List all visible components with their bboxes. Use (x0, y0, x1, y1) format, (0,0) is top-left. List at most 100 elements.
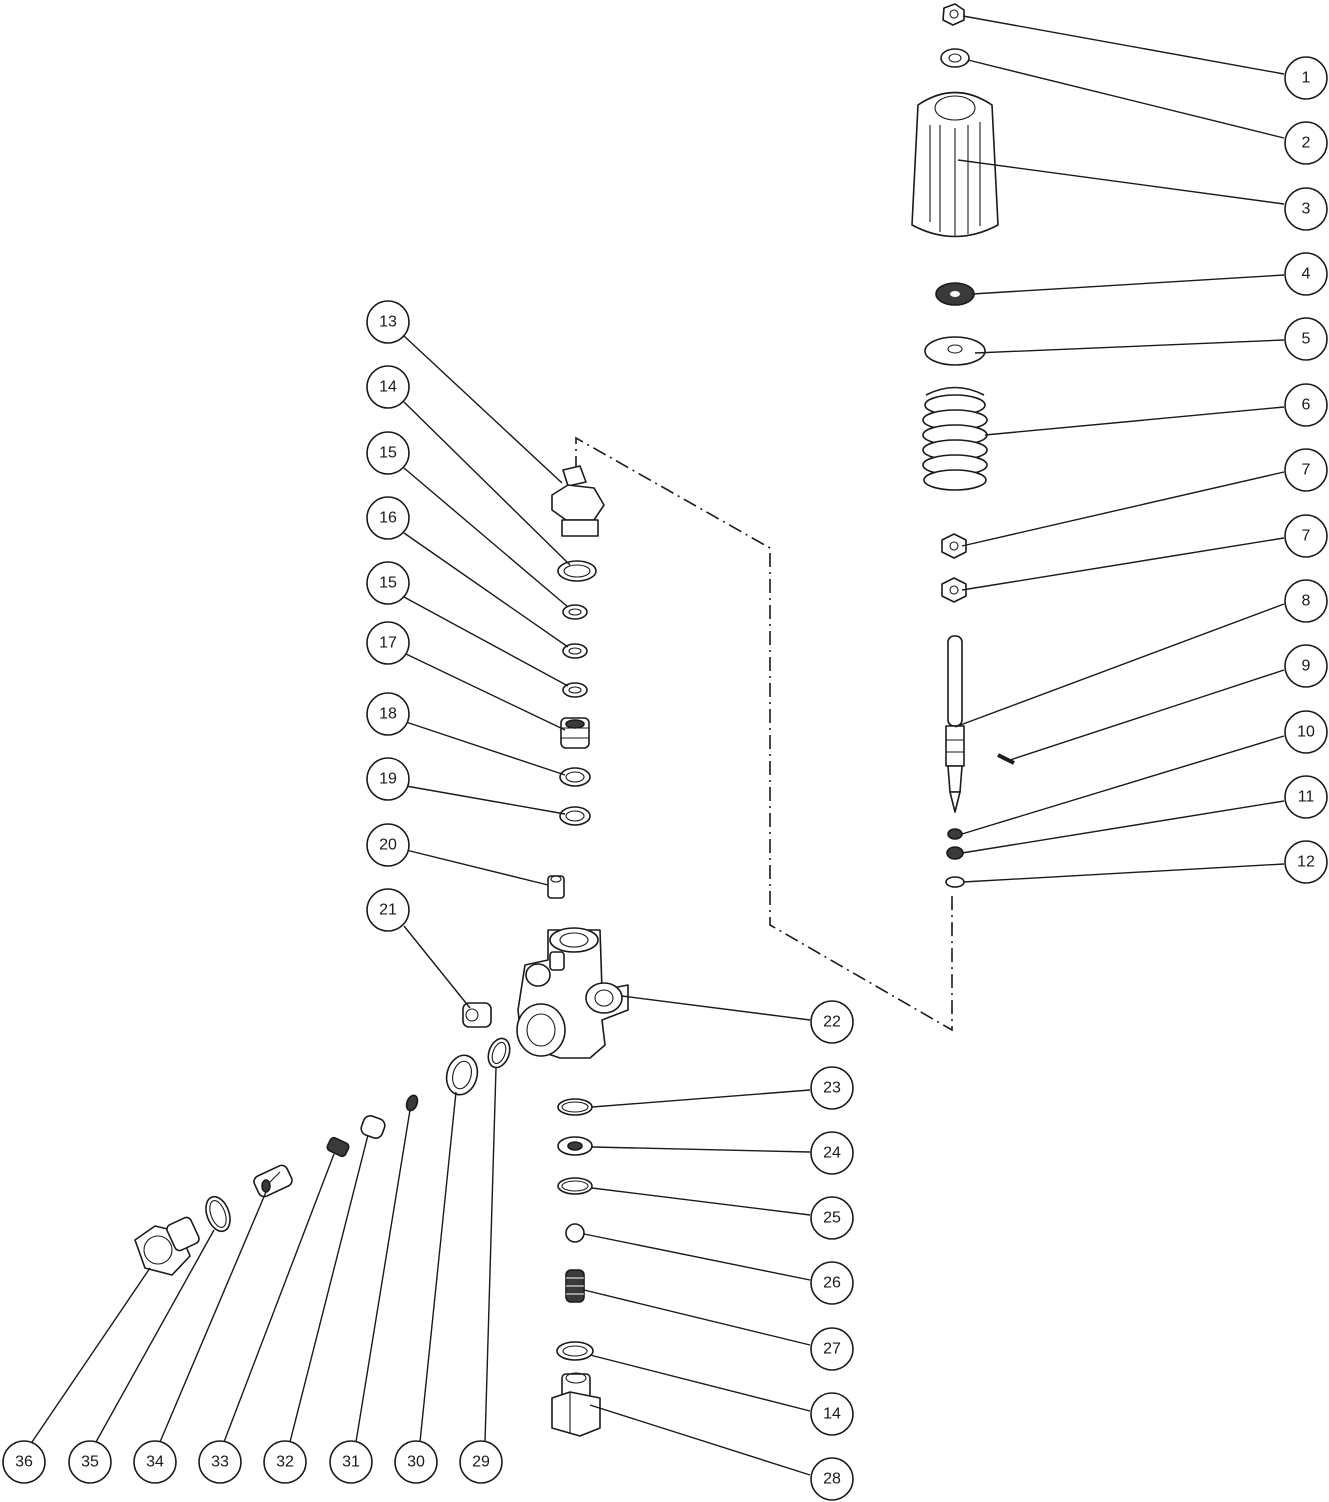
callout-32: 32 (263, 1440, 307, 1484)
callout-31: 31 (329, 1440, 373, 1484)
svg-text:28: 28 (823, 1471, 841, 1488)
callout-17: 17 (366, 621, 410, 665)
callout-35: 35 (68, 1440, 112, 1484)
part-26-ball (565, 1223, 585, 1243)
svg-text:24: 24 (823, 1145, 841, 1162)
svg-text:26: 26 (823, 1275, 841, 1292)
callout-2: 2 (1284, 121, 1328, 165)
callout-4: 4 (1284, 252, 1328, 296)
part-32-plug (360, 1115, 386, 1139)
callout-16: 16 (366, 496, 410, 540)
part-24-washer (557, 1136, 593, 1156)
part-28-fitting (551, 1372, 601, 1437)
part-7-nut-upper (941, 533, 967, 559)
part-21-bushing (462, 1002, 492, 1028)
svg-text:27: 27 (823, 1341, 841, 1358)
svg-text:14: 14 (823, 1406, 841, 1423)
part-22-valve-body (516, 927, 629, 1059)
callout-6: 6 (1284, 383, 1328, 427)
svg-text:18: 18 (379, 706, 397, 723)
callout-12: 12 (1284, 840, 1328, 884)
part-15-ring-upper (562, 604, 588, 620)
callout-34: 34 (133, 1440, 177, 1484)
part-34-filter (253, 1164, 293, 1198)
callout-33: 33 (198, 1440, 242, 1484)
part-36-fitting (134, 1216, 200, 1276)
part-27-spring (565, 1269, 585, 1303)
callout-15a: 15 (366, 431, 410, 475)
svg-text:30: 30 (407, 1454, 425, 1471)
part-2-washer (940, 48, 970, 68)
callout-19: 19 (366, 757, 410, 801)
callout-23: 23 (810, 1066, 854, 1110)
callout-5: 5 (1284, 317, 1328, 361)
callout-15b: 15 (366, 561, 410, 605)
svg-text:21: 21 (379, 902, 397, 919)
callout-13: 13 (366, 300, 410, 344)
svg-text:5: 5 (1302, 331, 1311, 348)
part-1-nut (942, 3, 965, 26)
part-13-fitting (551, 465, 605, 537)
callout-14a: 14 (366, 365, 410, 409)
svg-text:10: 10 (1297, 724, 1315, 741)
svg-text:22: 22 (823, 1014, 841, 1031)
svg-text:7: 7 (1302, 528, 1311, 545)
part-16-ring (562, 643, 588, 659)
svg-text:12: 12 (1297, 854, 1315, 871)
svg-text:20: 20 (379, 837, 397, 854)
svg-text:35: 35 (81, 1454, 99, 1471)
part-7-nut-lower (941, 577, 967, 603)
part-3-knob (911, 91, 999, 238)
svg-text:14: 14 (379, 379, 397, 396)
part-33-spring (326, 1136, 350, 1158)
part-25-o-ring (557, 1177, 593, 1195)
callout-25: 25 (810, 1196, 854, 1240)
assembly-path-line (575, 436, 953, 1032)
svg-text:2: 2 (1302, 135, 1311, 152)
svg-text:1: 1 (1302, 70, 1311, 87)
callout-36: 36 (2, 1440, 46, 1484)
svg-text:17: 17 (379, 635, 397, 652)
svg-text:32: 32 (276, 1454, 294, 1471)
svg-text:6: 6 (1302, 397, 1311, 414)
callout-21: 21 (366, 888, 410, 932)
callout-29: 29 (459, 1440, 503, 1484)
svg-text:13: 13 (379, 314, 397, 331)
svg-text:34: 34 (146, 1454, 164, 1471)
part-14-ring (557, 560, 597, 582)
callout-9: 9 (1284, 644, 1328, 688)
part-30-seat-ring (445, 1054, 479, 1096)
part-6-spring (922, 386, 988, 491)
part-29-o-ring (487, 1037, 511, 1069)
callout-30: 30 (394, 1440, 438, 1484)
callout-7b: 7 (1284, 514, 1328, 558)
svg-text:31: 31 (342, 1454, 360, 1471)
svg-text:15: 15 (379, 575, 397, 592)
callout-28: 28 (810, 1457, 854, 1501)
svg-text:9: 9 (1302, 658, 1311, 675)
part-4-serrated-washer (935, 282, 975, 306)
svg-text:36: 36 (15, 1454, 33, 1471)
svg-text:29: 29 (472, 1454, 490, 1471)
callout-27: 27 (810, 1327, 854, 1371)
svg-text:4: 4 (1302, 266, 1311, 283)
callout-1: 1 (1284, 56, 1328, 100)
part-8-stem (945, 635, 965, 813)
svg-text:15: 15 (379, 445, 397, 462)
part-18-ring (559, 767, 591, 787)
callout-20: 20 (366, 823, 410, 867)
callout-22: 22 (810, 1000, 854, 1044)
callout-8: 8 (1284, 579, 1328, 623)
part-14-ring-lower (556, 1341, 594, 1361)
svg-text:16: 16 (379, 510, 397, 527)
callout-24: 24 (810, 1131, 854, 1175)
svg-text:19: 19 (379, 771, 397, 788)
part-9-pin (997, 753, 1015, 765)
callout-3: 3 (1284, 187, 1328, 231)
callout-26: 26 (810, 1261, 854, 1305)
svg-text:3: 3 (1302, 201, 1311, 218)
svg-text:7: 7 (1302, 462, 1311, 479)
svg-text:11: 11 (1298, 789, 1315, 806)
leader-lines (31, 15, 1285, 1476)
